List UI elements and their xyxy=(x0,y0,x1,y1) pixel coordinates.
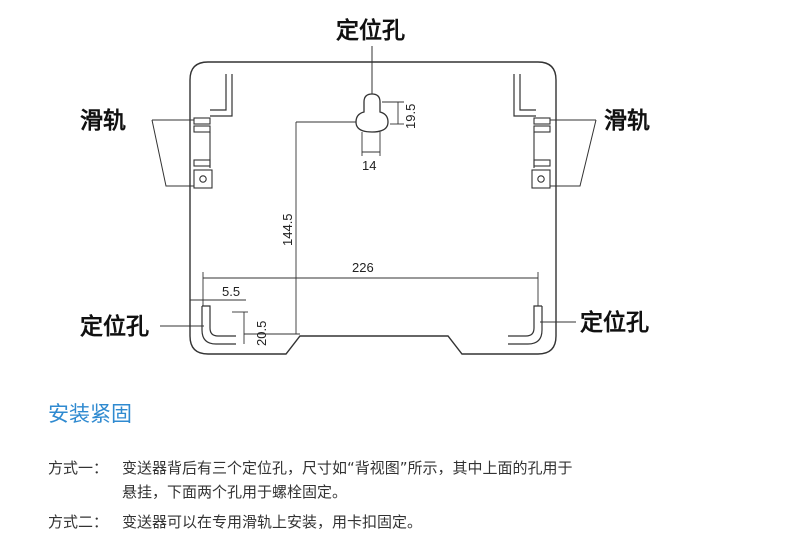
method-one-line1: 变送器背后有三个定位孔，尺寸如“背视图”所示，其中上面的孔用于 xyxy=(122,459,573,477)
method-one-label: 方式一： xyxy=(48,459,109,477)
bottom-left-mounting-hole xyxy=(201,305,236,345)
device-outline xyxy=(189,61,557,355)
left-hole-callout: 定位孔 xyxy=(80,313,149,340)
left-rail-slots xyxy=(193,117,213,189)
right-rail-callout: 滑轨 xyxy=(604,107,650,134)
top-left-bracket xyxy=(210,74,233,117)
top-hole-callout: 定位孔 xyxy=(336,17,405,44)
top-right-bracket xyxy=(513,74,536,117)
keyhole-width-dimension xyxy=(361,132,381,156)
edge-offset-label: 5.5 xyxy=(222,284,240,299)
vertical-span-label: 144.5 xyxy=(280,213,295,246)
left-rail-leader xyxy=(151,119,194,187)
left-rail-callout: 滑轨 xyxy=(80,107,126,134)
right-rail-leader xyxy=(550,119,597,187)
keyhole-height-label: 19.5 xyxy=(403,104,418,129)
method-one: 方式一： 变送器背后有三个定位孔，尺寸如“背视图”所示，其中上面的孔用于 悬挂，下… xyxy=(48,456,573,504)
bottom-right-mounting-hole xyxy=(508,305,543,345)
method-one-line2: 悬挂，下面两个孔用于螺栓固定。 xyxy=(122,483,348,501)
right-hole-callout: 定位孔 xyxy=(580,309,649,336)
method-two: 方式二： 变送器可以在专用滑轨上安装，用卡扣固定。 xyxy=(48,510,422,534)
keyhole xyxy=(355,93,389,133)
right-rail-slots xyxy=(531,117,551,189)
method-two-line1: 变送器可以在专用滑轨上安装，用卡扣固定。 xyxy=(122,513,423,531)
back-view-diagram: 19.5 14 144.5 226 5.5 20.5 定 xyxy=(80,17,650,355)
keyhole-height-dimension xyxy=(382,101,404,125)
bottom-offset-dimension xyxy=(232,311,248,344)
section-title: 安装紧固 xyxy=(48,402,132,426)
horizontal-span-dimension xyxy=(202,272,539,306)
vertical-span-dimension xyxy=(244,121,356,335)
bottom-offset-label: 20.5 xyxy=(254,321,269,346)
method-two-label: 方式二： xyxy=(48,513,109,531)
horizontal-span-label: 226 xyxy=(352,260,374,275)
keyhole-width-label: 14 xyxy=(362,158,376,173)
